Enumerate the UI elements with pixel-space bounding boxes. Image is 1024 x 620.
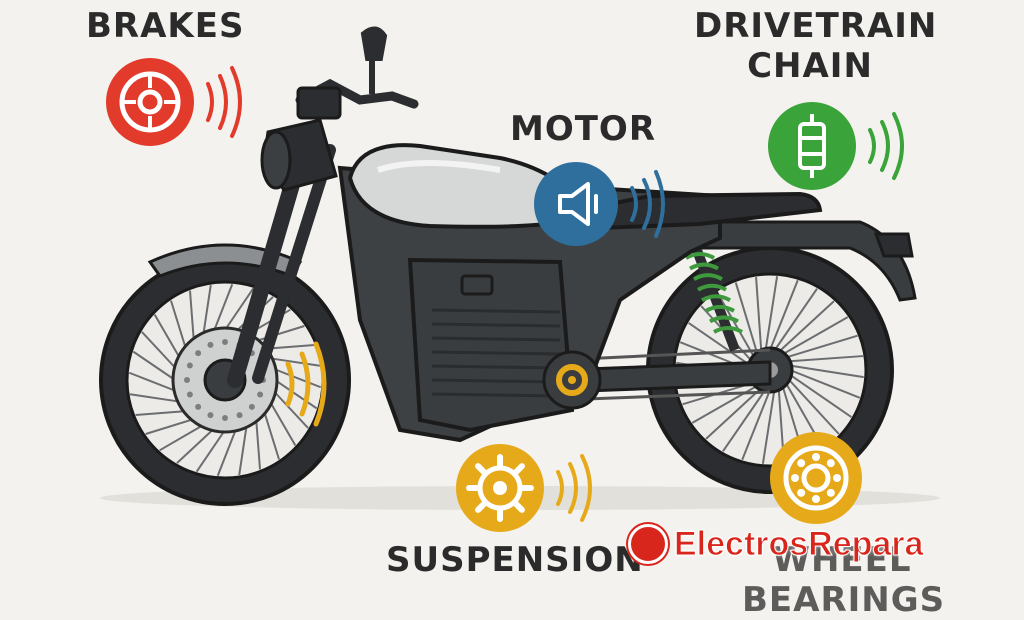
electric-motorcycle-illustration <box>99 26 940 510</box>
label-brakes: BRAKES <box>86 6 245 46</box>
watermark: ElectrosRepara <box>628 524 924 564</box>
label-drivetrain-chain: DRIVETRAIN CHAIN <box>694 6 938 86</box>
battery-latch <box>460 274 494 296</box>
bearing-icon <box>770 432 862 524</box>
diagram-stage: BRAKES MOTOR DRIVETRAIN CHAIN SUSPENSION… <box>86 6 944 620</box>
motor-sound-icon <box>534 162 665 246</box>
watermark-logo-icon <box>628 524 668 564</box>
handlebar-clamp <box>296 86 342 120</box>
mirror <box>360 26 388 94</box>
watermark-text: ElectrosRepara <box>673 524 924 563</box>
motor-sprocket <box>542 350 602 410</box>
front-brake-waves-icon <box>285 341 327 427</box>
gear-icon <box>456 444 592 532</box>
front-wheel <box>99 254 351 506</box>
label-motor: MOTOR <box>510 109 657 149</box>
battery-pack <box>407 257 575 433</box>
brake-disc-icon <box>106 58 242 146</box>
label-suspension: SUSPENSION <box>386 540 644 580</box>
rear-shock <box>685 230 743 352</box>
chain-icon <box>768 102 904 190</box>
tail-light <box>873 232 914 258</box>
